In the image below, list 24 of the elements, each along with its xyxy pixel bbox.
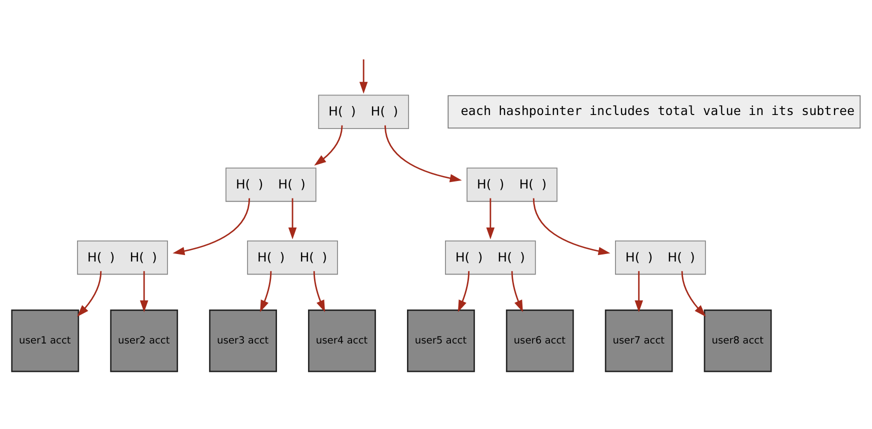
arrow [140,270,148,312]
arrow [288,198,297,239]
node-box: user1 acct [11,309,80,372]
arrow [634,270,644,312]
node-box: user3 acct [209,309,277,372]
arrow [260,270,272,312]
arrow [384,124,462,182]
node-box: user7 acct [604,309,673,372]
arrow [486,198,495,239]
node-box: user6 acct [506,309,574,372]
arrow [458,270,470,312]
arrow [77,270,102,316]
node-box: user4 acct [308,309,376,372]
node-box: user2 acct [110,309,178,372]
arrow [314,124,343,166]
node-box: user8 acct [704,309,772,372]
node-box: each hashpointer includes total value in its subtree [448,94,861,128]
arrow [532,198,610,255]
arrow [359,58,368,94]
arrow [313,270,326,312]
arrow [172,198,250,255]
arrow [681,270,706,316]
arrow [511,270,523,312]
node-box: user5 acct [407,309,475,372]
